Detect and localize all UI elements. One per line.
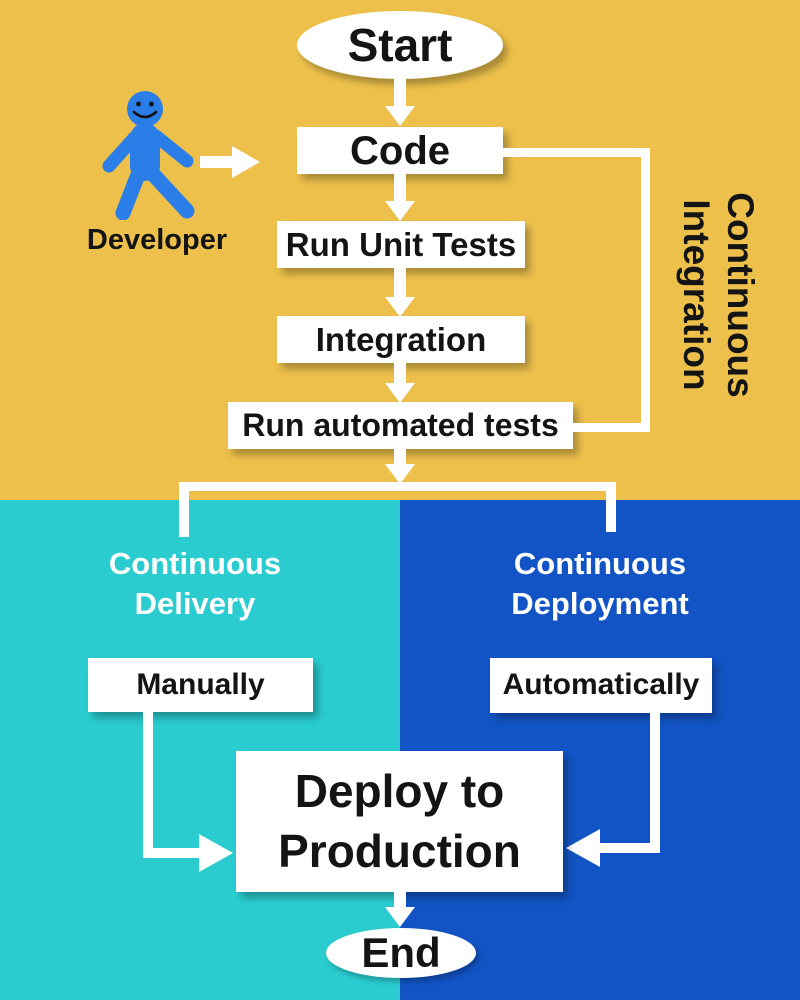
developer-label: Developer <box>86 224 228 256</box>
automatically-node: Automatically <box>490 658 712 713</box>
branch-split-line <box>179 482 616 491</box>
ci-loop-line-bottom <box>573 423 650 432</box>
manual-deploy-connector-horizontal <box>143 848 200 858</box>
flow-arrow-to-branch-split <box>385 449 415 484</box>
deployment-section-background <box>400 500 800 1000</box>
developer-to-code-arrow-icon <box>200 146 260 178</box>
run-unit-tests-label: Run Unit Tests <box>285 225 517 263</box>
integration-label: Integration <box>315 320 487 358</box>
automatically-label: Automatically <box>502 668 700 702</box>
flow-arrow-start-to-code <box>385 78 415 126</box>
developer-icon <box>102 91 195 220</box>
end-label: End <box>361 928 441 976</box>
flow-arrow-unit-tests-to-integration <box>385 268 415 317</box>
manually-node: Manually <box>88 658 313 712</box>
deploy-to-production-label: Deploy to Production <box>278 764 521 877</box>
delivery-section-background <box>0 500 400 1000</box>
run-automated-tests-node: Run automated tests <box>228 402 573 449</box>
flow-arrow-integration-to-automated-tests <box>385 363 415 403</box>
end-node: End <box>326 928 476 978</box>
manual-deploy-connector-vertical <box>143 712 153 858</box>
start-node: Start <box>297 11 503 79</box>
branch-split-right-stub <box>606 482 616 532</box>
continuous-deployment-label: Continuous Deployment <box>511 546 689 621</box>
flow-arrow-deploy-to-end <box>385 892 415 927</box>
start-label: Start <box>347 18 453 71</box>
auto-deploy-connector-vertical <box>650 713 660 853</box>
code-label: Code <box>350 128 450 173</box>
run-automated-tests-label: Run automated tests <box>242 407 559 444</box>
manually-label: Manually <box>136 667 265 701</box>
ci-loop-line-top <box>502 148 650 157</box>
auto-deploy-arrowhead-icon <box>566 829 600 867</box>
flow-arrow-code-to-unit-tests <box>385 174 415 221</box>
code-node: Code <box>297 127 503 174</box>
manual-deploy-arrowhead-icon <box>199 834 233 872</box>
auto-deploy-connector-horizontal <box>600 843 660 853</box>
continuous-integration-label: Continuous Integration <box>675 192 761 398</box>
run-unit-tests-node: Run Unit Tests <box>277 221 525 268</box>
branch-split-left-stub <box>179 482 189 537</box>
continuous-delivery-label: Continuous Delivery <box>108 546 282 621</box>
deploy-to-production-node: Deploy to Production <box>236 751 563 892</box>
ci-loop-line-right <box>641 148 650 432</box>
integration-node: Integration <box>277 316 525 363</box>
